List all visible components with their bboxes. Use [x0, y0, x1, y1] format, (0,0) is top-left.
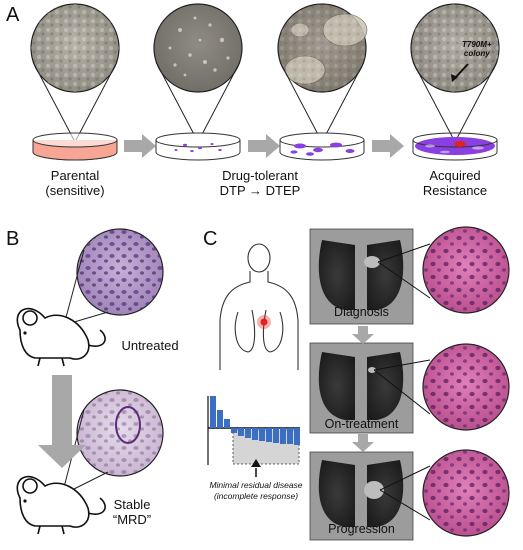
dish-parental — [32, 132, 118, 161]
waterfall-bar — [224, 419, 230, 428]
stage-label-drug-tolerant: Drug-tolerant DTP → DTEP — [198, 168, 322, 198]
ct-scan-diagnosis — [309, 228, 414, 325]
label-stable-line-1: Stable — [113, 497, 151, 512]
dish-drug-tolerant — [155, 132, 241, 161]
dish-dtep — [279, 132, 365, 161]
waterfall-bar — [252, 428, 258, 440]
stage-label-parental: Parental (sensitive) — [25, 168, 125, 198]
panel-b-arrow — [38, 375, 86, 468]
panel-c-graphics — [207, 226, 510, 541]
panel-a-micrographs — [30, 3, 500, 143]
waterfall-bar — [259, 428, 265, 441]
ct-scan-on-treatment — [309, 342, 414, 434]
panel-a-letter: A — [6, 4, 20, 26]
label-stable-mrd: Stable “MRD” — [92, 497, 172, 527]
panel-c-arrows — [352, 326, 374, 452]
stage-drug-tolerant-line-1: Drug-tolerant — [222, 168, 298, 183]
stage-acquired-line-1: Acquired — [429, 168, 481, 183]
waterfall-bar — [238, 428, 244, 436]
tumor-dot — [260, 318, 268, 326]
waterfall-bar — [294, 428, 300, 445]
waterfall-bar — [217, 410, 223, 428]
scan-label-progression: Progression — [328, 522, 395, 536]
label-untreated: Untreated — [121, 338, 179, 353]
scan-label-on-treatment: On-treatment — [324, 417, 399, 431]
body-outline — [219, 243, 299, 370]
stage-parental-line-2: (sensitive) — [45, 183, 105, 198]
waterfall-bar — [245, 428, 251, 438]
waterfall-bar — [266, 428, 272, 442]
stage-acquired-line-2: Resistance — [422, 183, 488, 198]
scan-label-diagnosis: Diagnosis — [334, 305, 389, 319]
panel-b-graphics — [16, 228, 164, 535]
annotation-line-1: T790M+ — [462, 40, 492, 49]
mouse-stable-mrd — [16, 475, 106, 535]
waterfall-bar — [231, 428, 237, 433]
panel-a-dishes — [32, 132, 498, 161]
waterfall-bar — [273, 428, 279, 443]
panel-c-letter: C — [203, 228, 218, 250]
label-stable-line-2: “MRD” — [112, 512, 152, 527]
waterfall-bar — [210, 396, 216, 428]
annotation-line-2: colony — [463, 49, 490, 58]
dish-acquired-resistance — [412, 132, 498, 161]
mouse-untreated — [16, 307, 106, 367]
waterfall-bar — [280, 428, 286, 444]
resistant-colony — [454, 141, 466, 147]
waterfall-bar — [287, 428, 293, 444]
mrd-caption: Minimal residual disease (incomplete res… — [196, 480, 316, 502]
panel-b-letter: B — [6, 228, 20, 250]
stage-parental-line-1: Parental — [50, 168, 100, 183]
colony-arrow — [454, 63, 469, 79]
stage-drug-tolerant-line-2: DTP → DTEP — [219, 183, 301, 198]
colony-annotation: T790M+ colony — [462, 40, 492, 58]
panel-a-arrows — [124, 134, 404, 158]
mrd-caption-line-1: Minimal residual disease — [209, 480, 303, 490]
micrograph-drug-tolerant — [153, 3, 243, 93]
stage-label-acquired: Acquired Resistance — [405, 168, 505, 198]
mrd-caption-line-2: (incomplete response) — [213, 491, 299, 501]
